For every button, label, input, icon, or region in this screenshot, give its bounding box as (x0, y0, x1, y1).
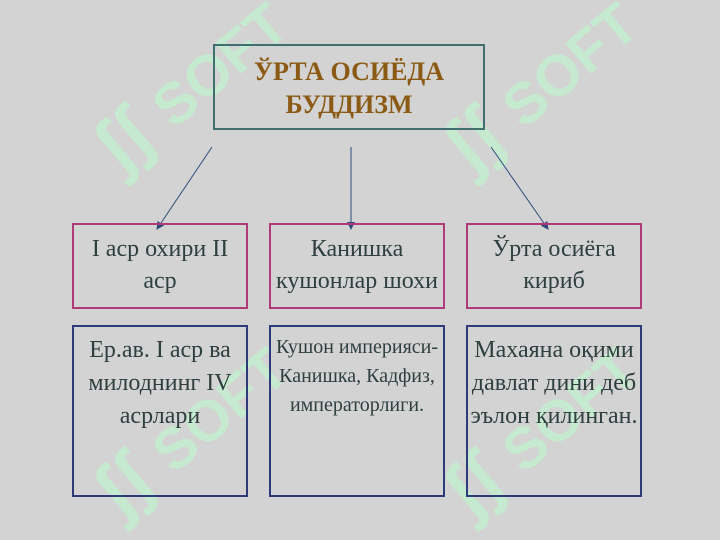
column-1-bottom-box: Ер.ав. I аср ва милоднинг IV асрлари (72, 325, 248, 497)
column-2-bottom-box: Кушон империяси- Канишка, Кадфиз, импера… (269, 325, 445, 497)
column-3-bottom-text: Махаяна оқими давлат дини деб эълон қили… (470, 337, 638, 429)
diagram-title: ЎРТА ОСИЁДА БУДДИЗМ (253, 57, 445, 119)
column-2-top-text: Канишка кушонлар шохи (276, 236, 438, 294)
column-3-bottom-box: Махаяна оқими давлат дини деб эълон қили… (466, 325, 642, 497)
column-3-top-box: Ўрта осиёга кириб (466, 223, 642, 309)
arrow-to-column-1 (156, 146, 213, 230)
arrow-to-column-3 (490, 146, 549, 230)
column-1-top-box: I аср охири II аср (72, 223, 248, 309)
column-2-top-box: Канишка кушонлар шохи (269, 223, 445, 309)
column-1-bottom-text: Ер.ав. I аср ва милоднинг IV асрлари (88, 337, 232, 429)
column-3-top-text: Ўрта осиёга кириб (492, 236, 616, 294)
column-1-top-text: I аср охири II аср (91, 236, 229, 294)
column-2-bottom-text: Кушон империяси- Канишка, Кадфиз, импера… (275, 336, 439, 416)
title-box: ЎРТА ОСИЁДА БУДДИЗМ (213, 44, 485, 130)
